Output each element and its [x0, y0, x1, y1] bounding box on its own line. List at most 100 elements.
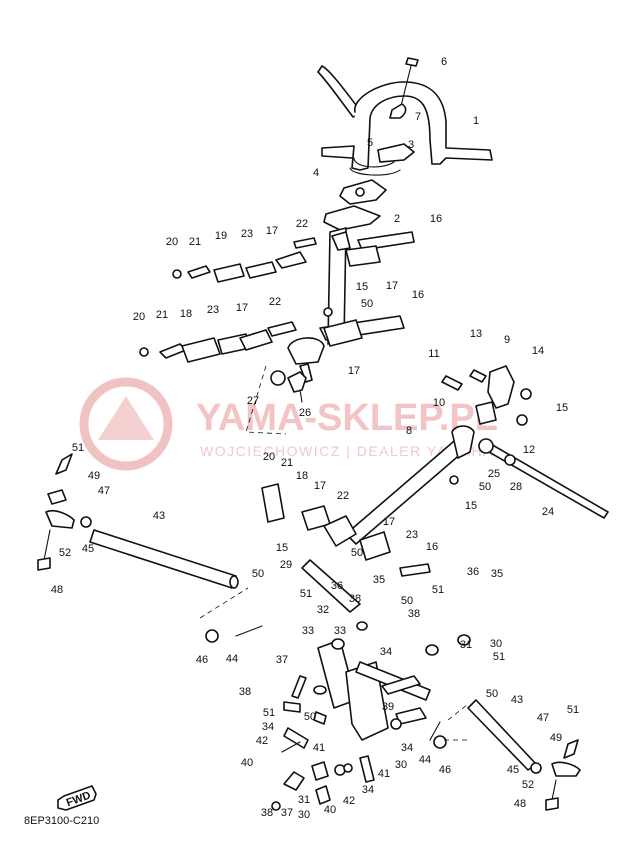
- callout-7: 7: [415, 111, 421, 123]
- callout-21: 21: [189, 236, 201, 248]
- watermark-logo: [79, 377, 173, 471]
- callout-24: 24: [542, 506, 554, 518]
- callout-3: 3: [408, 139, 414, 151]
- callout-49: 49: [550, 732, 562, 744]
- callout-37: 37: [281, 807, 293, 819]
- left-drag-rod: [37, 453, 249, 619]
- callout-22: 22: [269, 296, 281, 308]
- callout-50: 50: [361, 298, 373, 310]
- callout-45: 45: [507, 764, 519, 776]
- callout-44: 44: [226, 653, 238, 665]
- callout-15: 15: [556, 402, 568, 414]
- callout-34: 34: [262, 721, 274, 733]
- callout-20: 20: [263, 451, 275, 463]
- callout-18: 18: [180, 308, 192, 320]
- callout-17: 17: [314, 480, 326, 492]
- callout-49: 49: [88, 470, 100, 482]
- callout-23: 23: [241, 228, 253, 240]
- callout-40: 40: [241, 757, 253, 769]
- callout-17: 17: [236, 302, 248, 314]
- watermark: YAMA-SKLEP.PL WOJCIECHOWICZ | DEALER YAM…: [79, 377, 498, 471]
- callout-31: 31: [460, 639, 472, 651]
- callout-52: 52: [522, 779, 534, 791]
- callout-14: 14: [532, 345, 544, 357]
- callout-48: 48: [514, 798, 526, 810]
- callout-18: 18: [296, 470, 308, 482]
- callout-17: 17: [383, 516, 395, 528]
- callout-43: 43: [511, 694, 523, 706]
- callout-16: 16: [430, 213, 442, 225]
- callout-40: 40: [324, 804, 336, 816]
- callout-32: 32: [317, 604, 329, 616]
- callout-15: 15: [465, 500, 477, 512]
- diagram-code: 8EP3100-C210: [24, 815, 99, 827]
- callout-51: 51: [263, 707, 275, 719]
- steering-column: [287, 205, 381, 383]
- callout-46: 46: [196, 654, 208, 666]
- callout-12: 12: [523, 444, 535, 456]
- lower-tie-rods: [139, 307, 405, 363]
- main-shaft: [345, 365, 609, 545]
- callout-8: 8: [406, 425, 412, 437]
- callout-15: 15: [276, 542, 288, 554]
- callout-34: 34: [362, 784, 374, 796]
- callout-38: 38: [349, 593, 361, 605]
- callout-28: 28: [510, 481, 522, 493]
- callout-47: 47: [98, 485, 110, 497]
- callout-1: 1: [473, 115, 479, 127]
- callout-17: 17: [386, 280, 398, 292]
- callout-34: 34: [401, 742, 413, 754]
- right-drag-rod: [444, 699, 581, 811]
- callout-38: 38: [261, 807, 273, 819]
- callout-38: 38: [408, 608, 420, 620]
- callout-17: 17: [266, 225, 278, 237]
- callout-35: 35: [491, 568, 503, 580]
- callout-27: 27: [247, 395, 259, 407]
- callout-4: 4: [313, 167, 319, 179]
- watermark-subtitle: WOJCIECHOWICZ | DEALER YAMAHA: [200, 443, 494, 459]
- callout-45: 45: [82, 543, 94, 555]
- callout-25: 25: [488, 468, 500, 480]
- callout-17: 17: [348, 365, 360, 377]
- callout-21: 21: [281, 457, 293, 469]
- callout-23: 23: [406, 529, 418, 541]
- callout-23: 23: [207, 304, 219, 316]
- pitman-arms: [261, 483, 471, 783]
- watermark-brand: YAMA-SKLEP.PL: [196, 397, 498, 439]
- callout-41: 41: [313, 742, 325, 754]
- callout-52: 52: [59, 547, 71, 559]
- callout-44: 44: [419, 754, 431, 766]
- callout-41: 41: [378, 768, 390, 780]
- callout-50: 50: [252, 568, 264, 580]
- callout-13: 13: [470, 328, 482, 340]
- lower-fasteners: [205, 625, 447, 811]
- callout-50: 50: [401, 595, 413, 607]
- callout-36: 36: [467, 566, 479, 578]
- callout-47: 47: [537, 712, 549, 724]
- handlebar-clamp: [339, 57, 419, 205]
- callout-11: 11: [428, 348, 439, 360]
- callout-30: 30: [395, 759, 407, 771]
- callout-16: 16: [426, 541, 438, 553]
- callout-31: 31: [298, 794, 310, 806]
- callout-30: 30: [490, 638, 502, 650]
- callout-51: 51: [300, 588, 312, 600]
- callout-42: 42: [256, 735, 268, 747]
- callout-33: 33: [334, 625, 346, 637]
- callout-51: 51: [72, 442, 84, 454]
- callout-51: 51: [493, 651, 505, 663]
- callout-6: 6: [441, 56, 447, 68]
- callout-20: 20: [166, 236, 178, 248]
- upper-tie-rods: [172, 231, 415, 283]
- callout-22: 22: [296, 218, 308, 230]
- callout-38: 38: [239, 686, 251, 698]
- callout-15: 15: [356, 281, 368, 293]
- fwd-arrow-icon: FWD: [57, 785, 97, 811]
- callout-10: 10: [433, 397, 445, 409]
- callout-46: 46: [439, 764, 451, 776]
- callout-50: 50: [351, 547, 363, 559]
- callout-26: 26: [299, 407, 311, 419]
- callout-42: 42: [343, 795, 355, 807]
- callout-21: 21: [156, 309, 168, 321]
